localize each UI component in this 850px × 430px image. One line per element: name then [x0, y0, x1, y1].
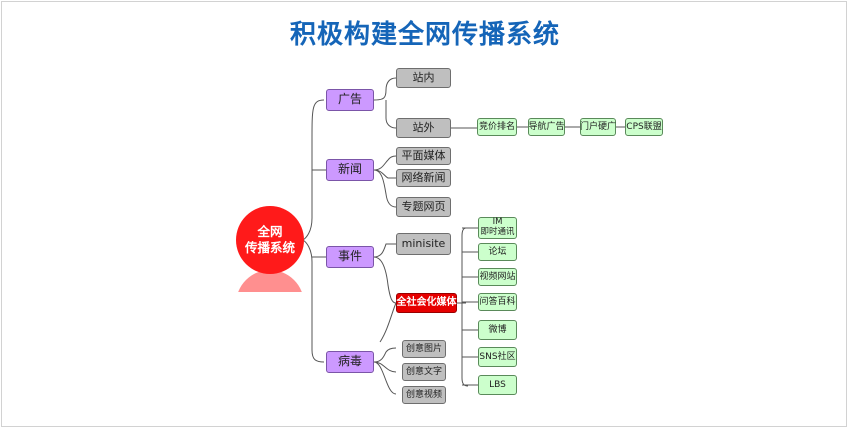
ad-chain-item-1[interactable]: 竞价排名 [477, 118, 517, 136]
connector-news-brace [373, 155, 397, 208]
social-item-qa[interactable]: 问答百科 [478, 293, 517, 311]
ad-chain-item-4[interactable]: CPS联盟 [625, 118, 663, 136]
news-item-online[interactable]: 网络新闻 [396, 169, 451, 187]
category-event[interactable]: 事件 [326, 246, 374, 268]
news-item-special[interactable]: 专题网页 [396, 197, 451, 217]
virus-item-image[interactable]: 创意图片 [402, 340, 446, 358]
social-item-lbs[interactable]: LBS [478, 375, 517, 395]
social-item-forum[interactable]: 论坛 [478, 243, 517, 261]
social-item-im[interactable]: IM 即时通讯 [478, 217, 517, 239]
center-node-line1: 全网 [257, 223, 283, 239]
ad-item-outer[interactable]: 站外 [396, 118, 451, 138]
social-item-video[interactable]: 视频网站 [478, 268, 517, 286]
virus-item-text[interactable]: 创意文字 [402, 363, 446, 381]
event-item-minisite[interactable]: minisite [396, 233, 451, 255]
event-item-social-media[interactable]: 全社会化媒体 [396, 293, 457, 313]
category-virus[interactable]: 病毒 [326, 351, 374, 373]
ad-chain-item-3[interactable]: 门户硬广 [580, 118, 616, 136]
social-item-sns[interactable]: SNS社区 [478, 347, 517, 367]
connector-virus-brace [373, 347, 397, 395]
ad-item-inner[interactable]: 站内 [396, 68, 451, 88]
category-news[interactable]: 新闻 [326, 159, 374, 181]
connector-event-brace [373, 243, 397, 304]
social-item-weibo[interactable]: 微博 [478, 320, 517, 340]
page-title: 积极构建全网传播系统 [289, 20, 560, 50]
category-ad[interactable]: 广告 [326, 89, 374, 111]
virus-item-video[interactable]: 创意视频 [402, 386, 446, 404]
ad-chain-item-2[interactable]: 导航广告 [528, 118, 565, 136]
connector-social-to-virus [379, 302, 397, 343]
news-item-print[interactable]: 平面媒体 [396, 147, 451, 165]
center-node[interactable]: 全网 传播系统 [236, 206, 304, 274]
center-node-line2: 传播系统 [244, 240, 295, 255]
connector-social-stubs [462, 227, 478, 386]
connector-ad-brace [373, 77, 397, 129]
connector-center-brace [302, 99, 325, 363]
center-node-reflection [236, 270, 304, 292]
